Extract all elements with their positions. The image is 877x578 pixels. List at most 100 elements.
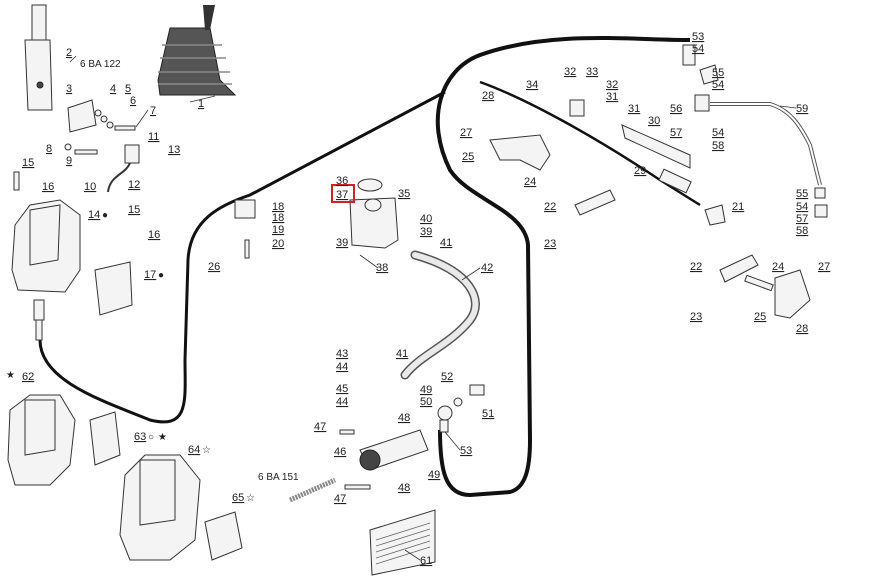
label-64: 64 (188, 444, 200, 456)
label-57a: 57 (670, 127, 682, 139)
marker-17-dot: ● (158, 270, 164, 281)
label-18b: 18 (272, 212, 284, 224)
bracket-3 (67, 99, 97, 133)
label-36: 36 (336, 175, 348, 187)
marker-63-open: ○ (148, 432, 154, 443)
label-59: 59 (796, 103, 808, 115)
label-23b: 23 (690, 311, 702, 323)
cable-end-26 (33, 299, 45, 341)
label-31: 31 (606, 91, 618, 103)
cylinder-46 (339, 429, 429, 490)
label-58a: 58 (712, 140, 724, 152)
banjo-53 (437, 405, 453, 433)
gear-lever-assembly (24, 4, 53, 111)
label-14: 14 (88, 209, 100, 221)
reservoir-35 (349, 178, 399, 249)
label-6: 6 (130, 95, 136, 107)
clamp-18 (234, 199, 256, 259)
label-20: 20 (272, 238, 284, 250)
label-62: 62 (22, 371, 34, 383)
washers-4-7 (94, 109, 136, 131)
label-33: 33 (586, 66, 598, 78)
label-48b: 48 (398, 482, 410, 494)
label-16b: 16 (148, 229, 160, 241)
shield-65 (204, 511, 243, 561)
label-15a: 15 (22, 157, 34, 169)
label-54a: 54 (692, 43, 704, 55)
label-52: 52 (441, 371, 453, 383)
label-47b: 47 (334, 493, 346, 505)
label-24b: 24 (772, 261, 784, 273)
label-56: 56 (670, 103, 682, 115)
fitting-56 (694, 94, 710, 112)
label-25a: 25 (462, 151, 474, 163)
valve-21 (704, 204, 726, 226)
label-19: 19 (272, 224, 284, 236)
label-13: 13 (168, 144, 180, 156)
switch-11 (107, 144, 140, 193)
label-45: 45 (336, 383, 348, 395)
label-39b: 39 (336, 237, 348, 249)
label-21: 21 (732, 201, 744, 213)
label-27b: 27 (818, 261, 830, 273)
label-43: 43 (336, 348, 348, 360)
label-51: 51 (482, 408, 494, 420)
part-number-labels: 2 6 BA 122 1 3 4 5 6 7 8 9 11 13 12 10 1… (6, 31, 830, 567)
pipe-42 (400, 250, 480, 380)
label-48a: 48 (398, 412, 410, 424)
label-5: 5 (125, 83, 131, 95)
hose-53 (435, 36, 691, 498)
pipe-42-inner (402, 252, 479, 378)
highlight-box-37 (331, 184, 355, 203)
ref-6ba122: 6 BA 122 (80, 59, 121, 70)
fitting-55 (699, 64, 719, 85)
label-50: 50 (420, 396, 432, 408)
label-9: 9 (66, 155, 72, 167)
pedal-arm-22b (719, 254, 759, 283)
label-32a: 32 (564, 66, 576, 78)
label-44a: 44 (336, 361, 348, 373)
marker-65-star: ☆ (246, 493, 255, 504)
label-39a: 39 (420, 226, 432, 238)
label-17: 17 (144, 269, 156, 281)
label-3: 3 (66, 83, 72, 95)
label-44b: 44 (336, 396, 348, 408)
rail-30 (621, 124, 691, 169)
label-4: 4 (110, 83, 116, 95)
label-37: 37 (336, 189, 348, 201)
label-32b: 32 (606, 79, 618, 91)
fitting-51 (453, 384, 485, 407)
leader-lines (69, 55, 797, 561)
label-18a: 18 (272, 201, 284, 213)
label-38: 38 (376, 262, 388, 274)
label-46: 46 (334, 446, 346, 458)
label-23a: 23 (544, 238, 556, 250)
pedal-arm-22a (574, 189, 616, 216)
label-47a: 47 (314, 421, 326, 433)
label-55b: 55 (796, 188, 808, 200)
label-49b: 49 (428, 469, 440, 481)
shield-17 (94, 261, 133, 316)
label-22a: 22 (544, 201, 556, 213)
bolt-15a (13, 171, 20, 191)
bracket-14 (11, 199, 81, 293)
marker-64-star: ☆ (202, 445, 211, 456)
label-8: 8 (46, 143, 52, 155)
boot-1 (157, 5, 237, 96)
marker-14-dot: ● (102, 210, 108, 221)
label-41b: 41 (396, 348, 408, 360)
bracket-64 (119, 454, 201, 561)
label-42: 42 (481, 262, 493, 274)
line-29 (479, 80, 701, 207)
label-26: 26 (208, 261, 220, 273)
label-54b: 54 (712, 79, 724, 91)
fitting-29 (658, 168, 692, 194)
label-40: 40 (420, 213, 432, 225)
label-57b: 57 (796, 213, 808, 225)
cable-26 (38, 90, 446, 424)
label-49a: 49 (420, 384, 432, 396)
spring-6BA151 (288, 477, 337, 503)
ref-6ba151: 6 BA 151 (258, 472, 299, 483)
label-22b: 22 (690, 261, 702, 273)
